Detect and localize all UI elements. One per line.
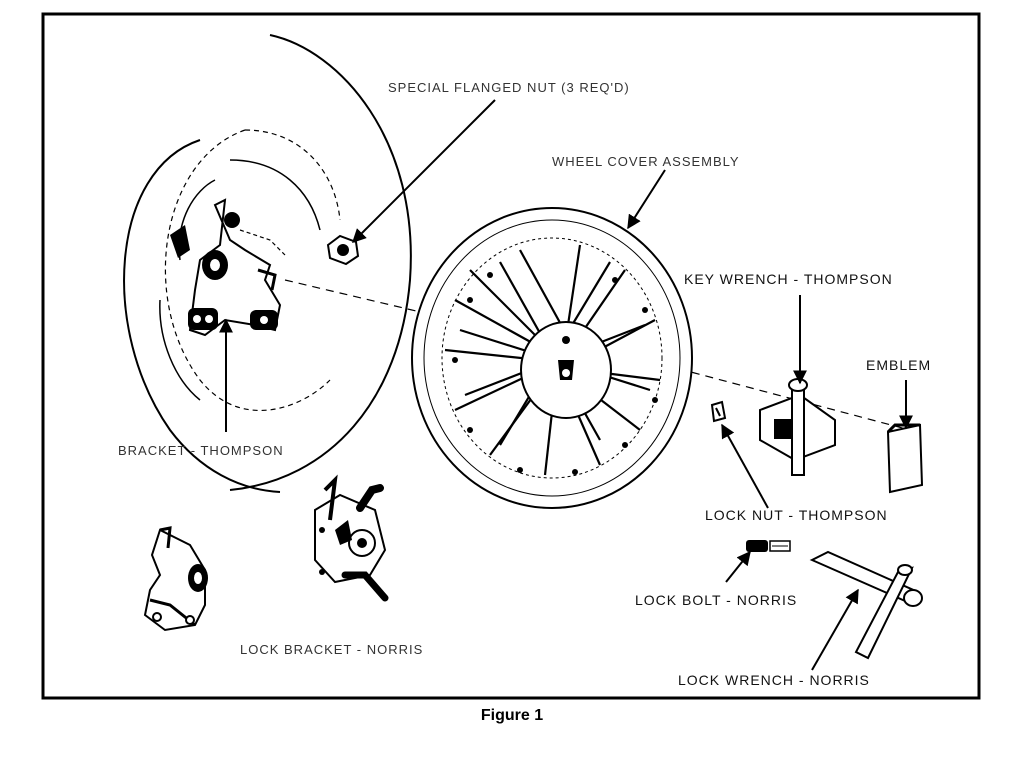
wheel-spoke-nipples [452,272,658,475]
label-lock-wrench-norris: LOCK WRENCH - NORRIS [678,672,870,688]
label-lock-bolt-norris: LOCK BOLT - NORRIS [635,592,797,608]
special-flanged-nut [326,234,360,266]
lock-bracket-norris [143,526,208,632]
lock-wrench-norris [809,550,923,660]
emblem [886,423,924,494]
label-emblem: EMBLEM [866,357,931,373]
hub-bracket-thompson [170,198,286,337]
label-wheel-cover-assembly: WHEEL COVER ASSEMBLY [552,154,740,169]
figure-caption: Figure 1 [481,707,543,724]
leader-lock-wrench [811,588,859,671]
leader-special-flanged-nut [352,99,496,243]
wheel-cover-assembly [411,207,693,509]
lock-bracket-assembly [314,474,389,602]
label-bracket-thompson: BRACKET - THOMPSON [118,443,284,458]
lock-bolt-norris [746,540,791,552]
leader-lock-nut [721,423,769,509]
lock-nut-thompson [710,400,727,423]
leader-wheel-cover [627,169,666,230]
key-wrench-thompson [759,378,836,476]
leader-lock-bolt [725,550,751,583]
label-key-wrench-thompson: KEY WRENCH - THOMPSON [684,271,893,287]
label-special-flanged-nut: SPECIAL FLANGED NUT (3 REQ'D) [388,80,630,95]
label-lock-bracket-norris: LOCK BRACKET - NORRIS [240,642,423,657]
figure-frame [41,12,981,700]
leader-lines [219,99,913,671]
label-lock-nut-thompson: LOCK NUT - THOMPSON [705,507,888,523]
